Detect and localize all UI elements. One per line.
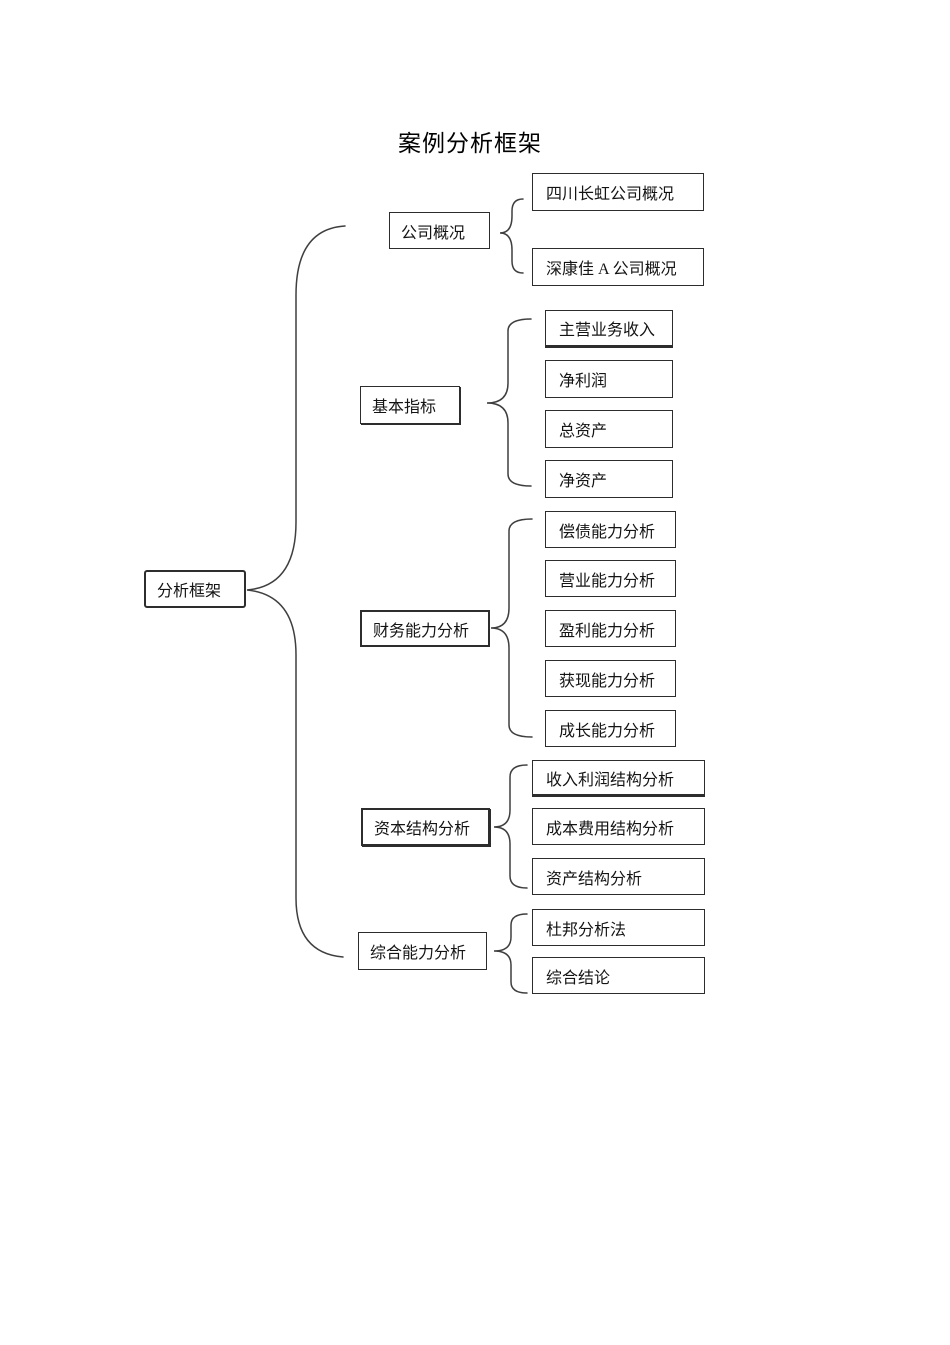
- brace-capital-structure: [493, 764, 528, 889]
- node-solvency-analysis: 偿债能力分析: [545, 511, 676, 548]
- node-root-analysis-framework: 分析框架: [144, 570, 246, 608]
- node-main-business-revenue: 主营业务收入: [545, 310, 673, 348]
- node-company-overview: 公司概况: [389, 212, 490, 249]
- node-comprehensive-conclusion: 综合结论: [532, 957, 705, 994]
- node-basic-indicators: 基本指标: [360, 386, 460, 424]
- node-cost-expense-structure-analysis: 成本费用结构分析: [532, 808, 705, 845]
- brace-comprehensive-capability: [493, 913, 528, 994]
- node-revenue-profit-structure-analysis: 收入利润结构分析: [532, 760, 705, 797]
- brace-financial-capability: [490, 518, 533, 738]
- node-dupont-analysis: 杜邦分析法: [532, 909, 705, 946]
- node-financial-capability-analysis: 财务能力分析: [360, 610, 490, 647]
- node-comprehensive-capability-analysis: 综合能力分析: [358, 932, 487, 970]
- node-net-profit: 净利润: [545, 360, 673, 398]
- node-growth-capability-analysis: 成长能力分析: [545, 710, 676, 747]
- node-net-assets: 净资产: [545, 460, 673, 498]
- node-cash-generation-analysis: 获现能力分析: [545, 660, 676, 697]
- node-shen-konka-a-overview: 深康佳 A 公司概况: [532, 248, 704, 286]
- node-capital-structure-analysis: 资本结构分析: [361, 808, 490, 846]
- node-sichuan-changhong-overview: 四川长虹公司概况: [532, 173, 704, 211]
- node-operating-capability-analysis: 营业能力分析: [545, 560, 676, 597]
- node-total-assets: 总资产: [545, 410, 673, 448]
- node-asset-structure-analysis: 资产结构分析: [532, 858, 705, 895]
- brace-company-overview: [499, 198, 524, 274]
- node-profitability-analysis: 盈利能力分析: [545, 610, 676, 647]
- brace-basic-indicators: [486, 318, 532, 487]
- root-brace: [246, 225, 346, 958]
- page-title: 案例分析框架: [398, 131, 542, 156]
